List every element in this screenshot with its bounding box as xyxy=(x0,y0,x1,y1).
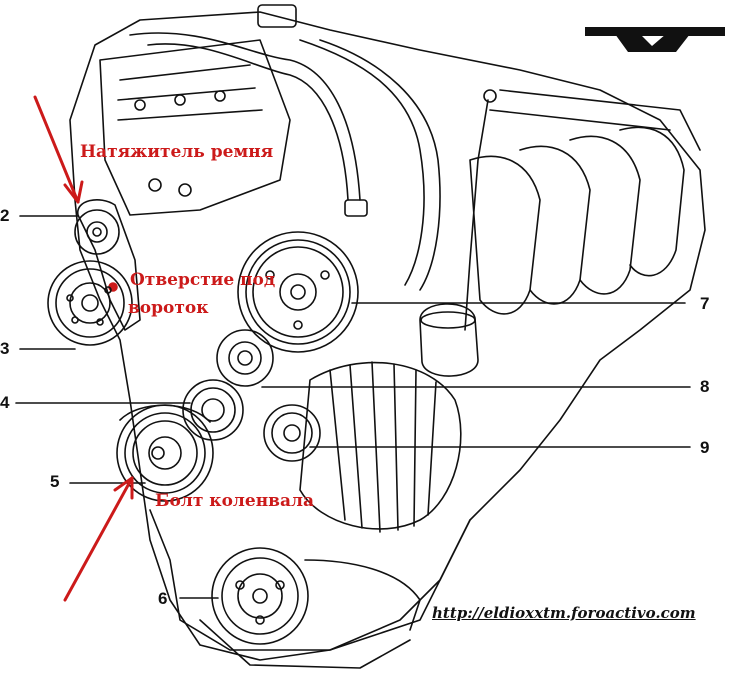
intake-manifold xyxy=(469,89,701,315)
ac-compressor-6 xyxy=(211,547,421,645)
callout-leaders xyxy=(15,215,691,599)
lower-block xyxy=(149,509,471,651)
callout-3: 3 xyxy=(0,339,10,358)
callout-5: 5 xyxy=(50,472,60,491)
callout-8: 8 xyxy=(700,377,710,396)
head-bolts xyxy=(134,90,226,197)
callout-6: 6 xyxy=(158,589,168,608)
callout-7: 7 xyxy=(700,294,710,313)
hose-clamp xyxy=(344,199,368,217)
hole-label-line1: Отверстие под xyxy=(130,270,276,290)
tensioner-label: Натяжитель ремня xyxy=(80,142,274,162)
watermark-url[interactable]: http://eldioxxtm.foroactivo.com xyxy=(432,604,696,622)
radiator-hose xyxy=(299,39,425,286)
crank-bolt-arrow xyxy=(63,476,134,602)
callout-9: 9 xyxy=(700,438,710,457)
valve-cover xyxy=(99,39,291,216)
crank-bolt-label: Болт коленвала xyxy=(155,491,314,511)
power-steering-pulley-7 xyxy=(237,231,359,353)
mustache-logo-icon xyxy=(585,27,725,52)
idler-pulley-small xyxy=(216,329,274,387)
callout-4: 4 xyxy=(0,393,10,412)
upper-hose xyxy=(129,32,361,201)
red-arrows xyxy=(33,95,134,602)
engine-block-outline xyxy=(69,11,706,661)
tensioner-pulley-2 xyxy=(74,209,120,255)
idler-pulley-3 xyxy=(47,260,133,346)
oil-filter xyxy=(419,303,479,377)
hole-label-line2: вороток xyxy=(128,298,209,318)
oil-filler-cap xyxy=(257,4,297,28)
dipstick xyxy=(464,99,489,331)
tensioner-arrow xyxy=(33,95,80,204)
crankshaft-pulley-5 xyxy=(116,404,214,502)
callout-2: 2 xyxy=(0,206,10,225)
